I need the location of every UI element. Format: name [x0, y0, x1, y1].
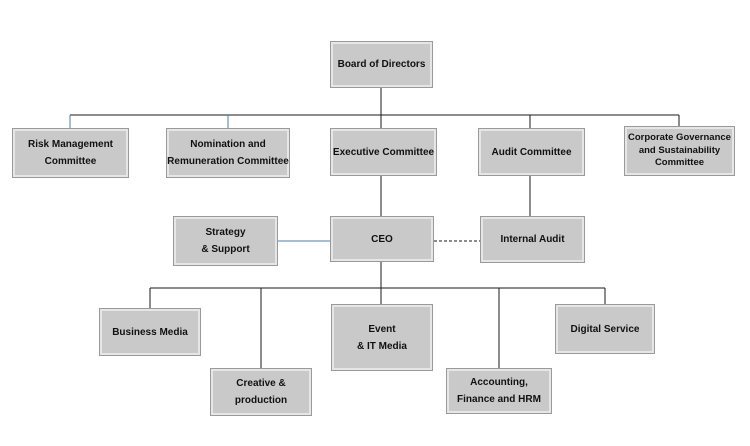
ceo-box: CEO — [330, 216, 434, 262]
business-media-box: Business Media — [99, 308, 201, 356]
board-of-directors-label: Board of Directors — [337, 59, 426, 70]
audit-committee-box: Audit Committee — [478, 128, 585, 176]
executive-committee-box: Executive Committee — [330, 128, 437, 176]
digital-service-box: Digital Service — [555, 304, 655, 354]
strategy-support-label: Strategy & Support — [201, 227, 250, 255]
accounting-finance-hrm-label: Accounting, Finance and HRM — [457, 377, 541, 405]
internal-audit-label: Internal Audit — [500, 234, 565, 245]
event-it-media-box: Event & IT Media — [331, 304, 433, 371]
internal-audit-box: Internal Audit — [480, 216, 585, 263]
creative-production-label: Creative & production — [234, 378, 288, 406]
audit-committee-label: Audit Committee — [491, 146, 572, 158]
corporate-governance-committee-box: Corporate Governance and Sustainability … — [624, 126, 735, 176]
corporate-governance-committee-label: Corporate Governance and Sustainability … — [628, 131, 731, 169]
accounting-finance-hrm-box: Accounting, Finance and HRM — [446, 368, 552, 414]
board-of-directors-box: Board of Directors — [330, 41, 433, 88]
nomination-remuneration-committee-label: Nomination and Remuneration Committee — [167, 139, 289, 167]
strategy-support-box: Strategy & Support — [173, 216, 278, 266]
ceo-label: CEO — [371, 233, 393, 245]
digital-service-label: Digital Service — [570, 323, 640, 335]
risk-management-committee-label: Risk Management Committee — [27, 139, 114, 167]
event-it-media-label: Event & IT Media — [356, 323, 407, 352]
business-media-label: Business Media — [112, 326, 188, 338]
creative-production-box: Creative & production — [210, 368, 312, 416]
executive-committee-label: Executive Committee — [332, 146, 435, 158]
nomination-remuneration-committee-box: Nomination and Remuneration Committee — [166, 128, 290, 178]
risk-management-committee-box: Risk Management Committee — [12, 128, 129, 178]
